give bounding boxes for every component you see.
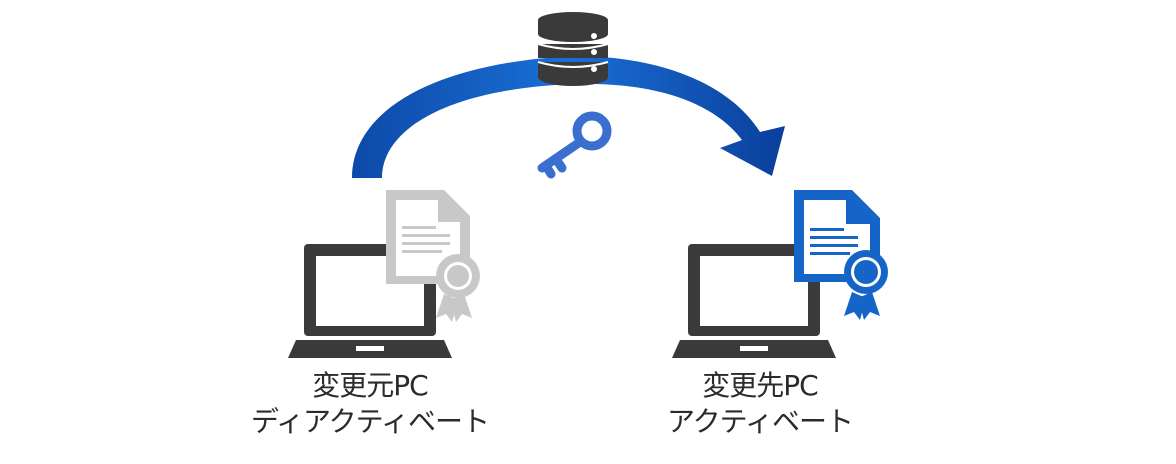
target-pc-action: アクティベート — [667, 405, 854, 438]
source-pc-title: 変更元PC — [312, 369, 428, 402]
key-icon — [537, 111, 612, 179]
source-certificate-icon — [386, 190, 480, 322]
target-laptop-icon — [672, 244, 836, 358]
database-icon — [537, 12, 609, 86]
target-pc-title: 変更先PC — [702, 369, 818, 402]
source-pc-caption: 変更元PC ディアクティベート — [230, 368, 510, 440]
source-pc-action: ディアクティベート — [251, 405, 490, 438]
transfer-arrow — [352, 56, 785, 178]
target-pc-caption: 変更先PC アクティベート — [620, 368, 900, 440]
target-certificate-icon — [794, 190, 888, 320]
